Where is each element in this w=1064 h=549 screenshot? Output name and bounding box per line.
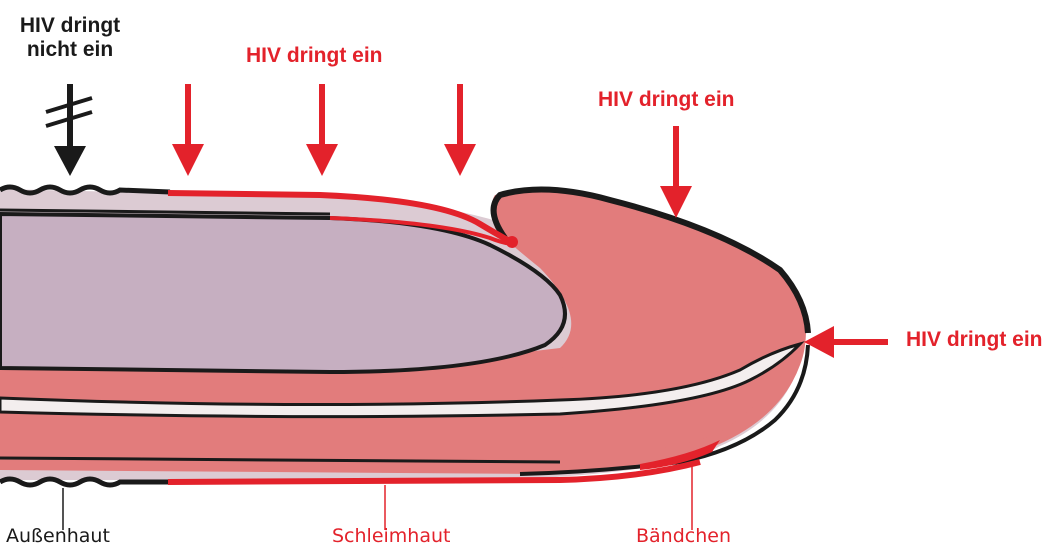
entry-arrow-2: [306, 84, 338, 176]
label-no-entry-line1: HIV dringt: [8, 14, 132, 38]
label-entry-top: HIV dringt ein: [246, 44, 383, 68]
no-entry-arrow: [46, 84, 92, 176]
entry-arrow-3: [444, 84, 476, 176]
entry-arrow-4: [660, 126, 692, 218]
foreskin-tip: [506, 236, 518, 248]
label-frenulum: Bändchen: [636, 526, 731, 548]
label-no-entry: HIV dringt nicht ein: [8, 14, 132, 62]
label-mucosa: Schleimhaut: [332, 526, 450, 548]
entry-arrow-tip: [804, 326, 888, 358]
label-no-entry-line2: nicht ein: [8, 38, 132, 62]
label-outer-skin: Außenhaut: [6, 526, 110, 548]
entry-arrow-1: [172, 84, 204, 176]
label-entry-glans: HIV dringt ein: [598, 88, 735, 112]
label-entry-tip: HIV dringt ein: [906, 328, 1043, 352]
